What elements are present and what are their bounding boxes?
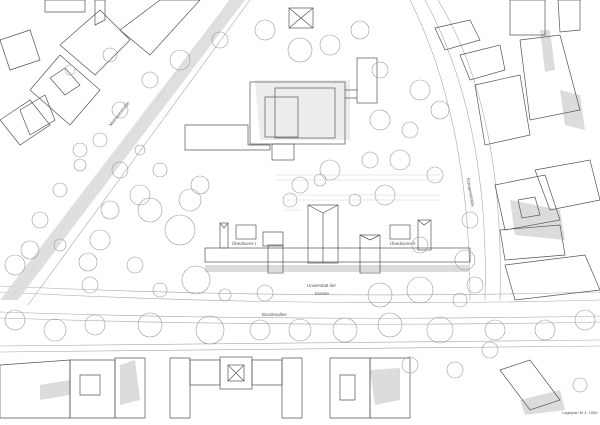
trees <box>4 19 596 393</box>
label-university-line2: Künste <box>315 291 330 296</box>
streets <box>0 0 600 353</box>
label-scale: Lageplan M 1: 1000 <box>562 410 598 415</box>
label-building-1: Übedsume I <box>232 241 257 246</box>
label-university: Universität der <box>307 283 337 288</box>
label-building-2: Übedsume II <box>390 241 416 246</box>
shadows <box>0 0 585 415</box>
label-street-bundesallee: Bundesallee <box>262 312 287 317</box>
parking <box>275 174 440 211</box>
